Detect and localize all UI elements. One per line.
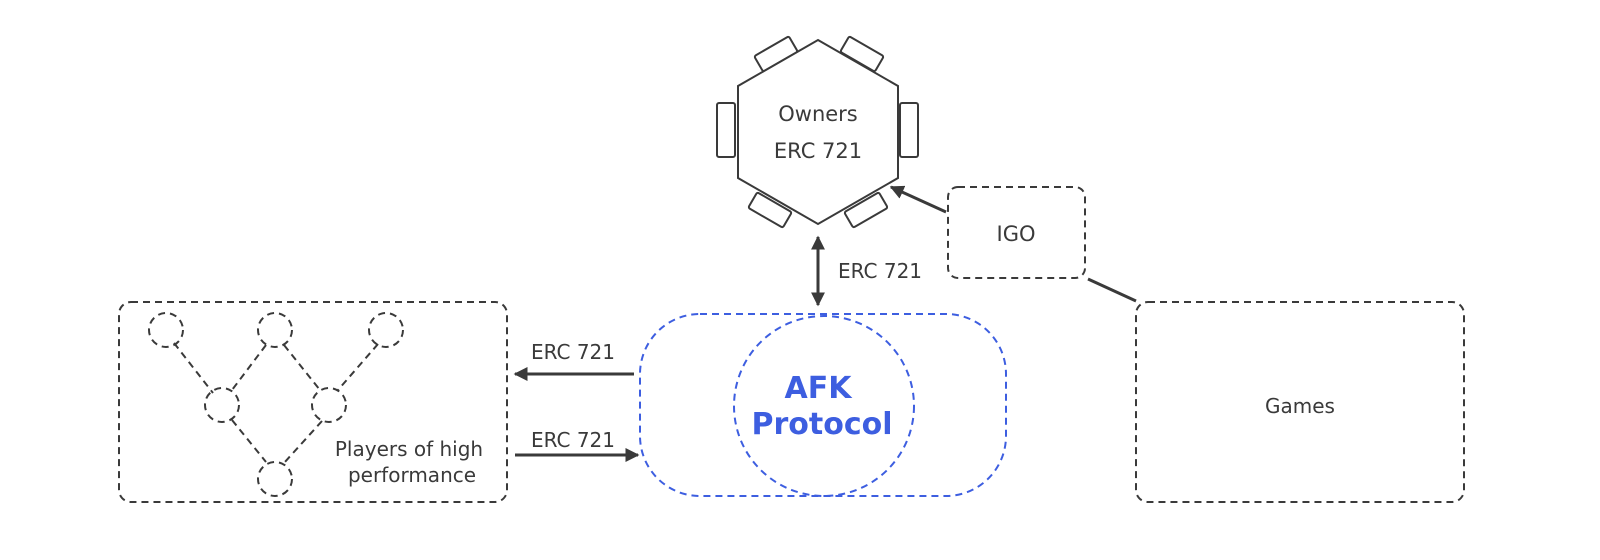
edge-players-to-afk-label: ERC 721 [531,428,615,452]
afk-title: AFK [785,371,854,406]
network-link [231,419,267,463]
games-label: Games [1265,394,1335,418]
network-node [257,461,293,497]
igo-box [947,186,1086,279]
edge-igo-to-owners [889,185,947,214]
players-node: Players of high performance [118,301,508,503]
owners-standard: ERC 721 [774,139,862,163]
player-network [148,312,404,497]
network-node [368,312,404,348]
network-link [283,344,321,391]
network-node [257,312,293,348]
chair-left [716,102,736,158]
network-node [204,387,240,423]
afk-subtitle: Protocol [751,407,892,442]
afk-protocol-node: AFK Protocol [639,313,1007,497]
afk-inner-circle [733,315,915,497]
players-box [118,301,508,503]
edges [513,185,1137,462]
afk-outer-pill [639,313,1007,497]
network-link [231,344,267,391]
edge-owners-afk-label: ERC 721 [838,259,922,283]
games-box [1135,301,1465,503]
chairs [716,35,919,229]
network-node [148,312,184,348]
chair-right [899,102,919,158]
chair-bottom-left [747,191,793,229]
edge-games-igo [1087,277,1137,303]
network-link [283,420,323,464]
network-node [311,387,347,423]
players-label-line2: performance [348,463,476,487]
chair-bottom-right [843,191,889,229]
network-link [173,342,214,394]
edge-afk-to-players-label: ERC 721 [531,340,615,364]
network-link [337,343,379,391]
players-label-line1: Players of high [335,437,483,461]
owners-title: Owners [778,102,858,126]
owners-table-hexagon [737,38,899,226]
owners-node: Owners ERC 721 [716,35,919,229]
igo-node: IGO [947,186,1086,279]
igo-label: IGO [997,222,1036,246]
games-node: Games [1135,301,1465,503]
